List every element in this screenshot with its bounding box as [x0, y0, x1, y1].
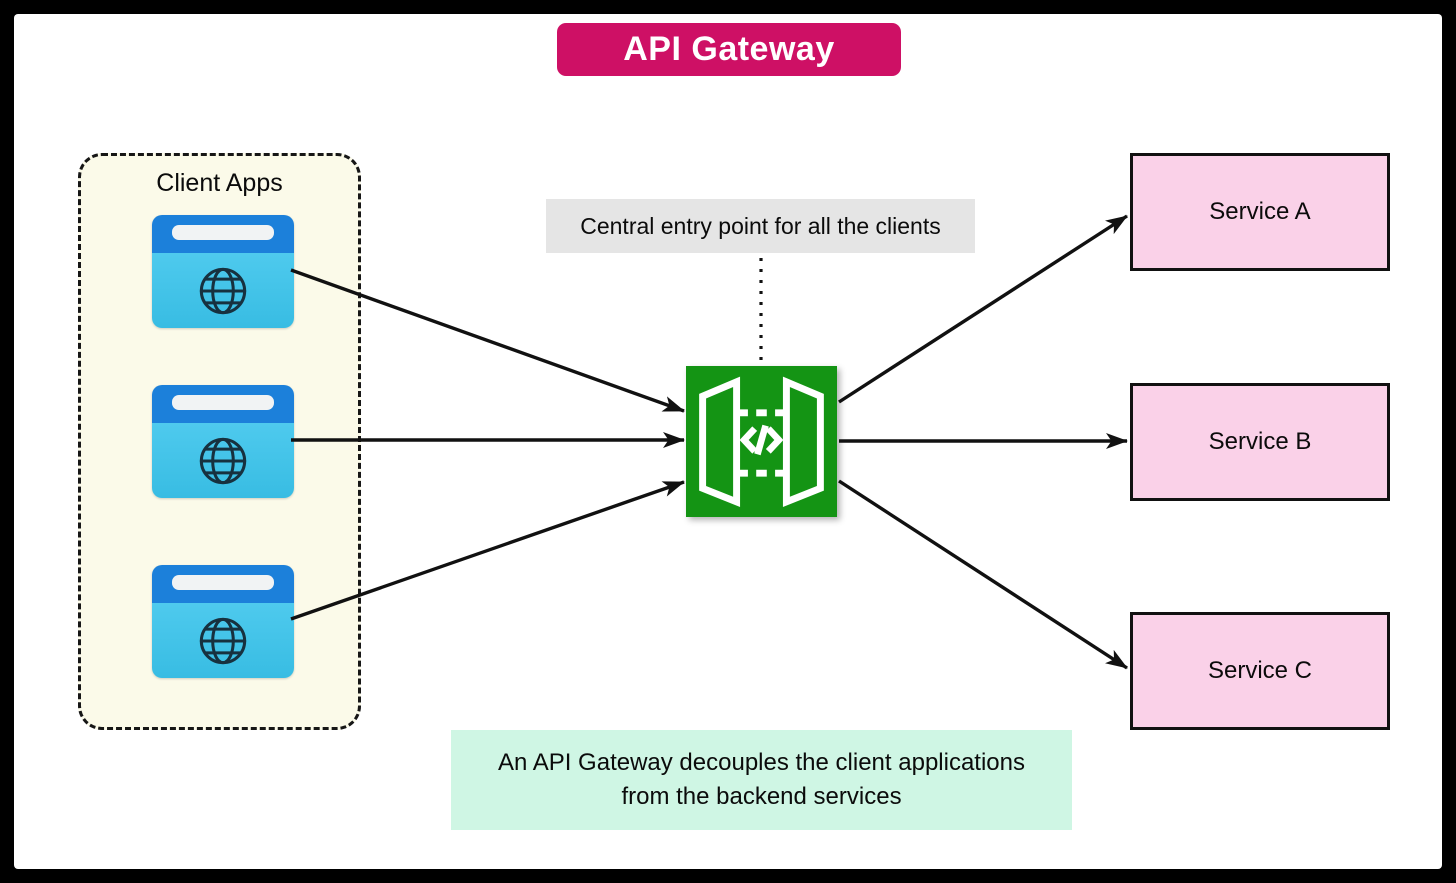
footer-note: An API Gateway decouples the client appl… — [451, 730, 1072, 830]
client-app-3 — [152, 565, 294, 678]
client-app-2 — [152, 385, 294, 498]
gateway-annotation-text: Central entry point for all the clients — [580, 212, 941, 239]
client-app-1 — [152, 215, 294, 328]
service-c-box: Service C — [1130, 612, 1390, 730]
code-glyph — [739, 424, 784, 456]
api-gateway-node — [686, 366, 837, 517]
client-apps-label: Client Apps — [156, 169, 283, 197]
browser-toolbar — [152, 385, 294, 423]
browser-body — [152, 253, 294, 328]
service-c-label: Service C — [1207, 657, 1313, 684]
page-title: API Gateway — [623, 30, 835, 68]
title-banner: API Gateway — [557, 23, 901, 76]
service-a-label: Service A — [1209, 198, 1311, 225]
footer-note-line2: from the backend services — [621, 783, 902, 810]
globe-icon — [199, 267, 247, 314]
service-b-box: Service B — [1130, 383, 1390, 501]
client-apps-group: Client Apps — [78, 153, 361, 730]
browser-toolbar — [152, 565, 294, 603]
globe-icon — [199, 437, 247, 484]
browser-address-bar — [172, 575, 274, 590]
browser-address-bar — [172, 225, 274, 240]
browser-toolbar — [152, 215, 294, 253]
gateway-annotation: Central entry point for all the clients — [546, 199, 975, 253]
globe-icon — [199, 617, 247, 664]
service-a-box: Service A — [1130, 153, 1390, 271]
api-gateway-icon — [699, 376, 824, 508]
footer-note-line1: An API Gateway decouples the client appl… — [498, 749, 1025, 776]
browser-address-bar — [172, 395, 274, 410]
browser-body — [152, 423, 294, 498]
service-b-label: Service B — [1208, 428, 1312, 455]
browser-body — [152, 603, 294, 678]
